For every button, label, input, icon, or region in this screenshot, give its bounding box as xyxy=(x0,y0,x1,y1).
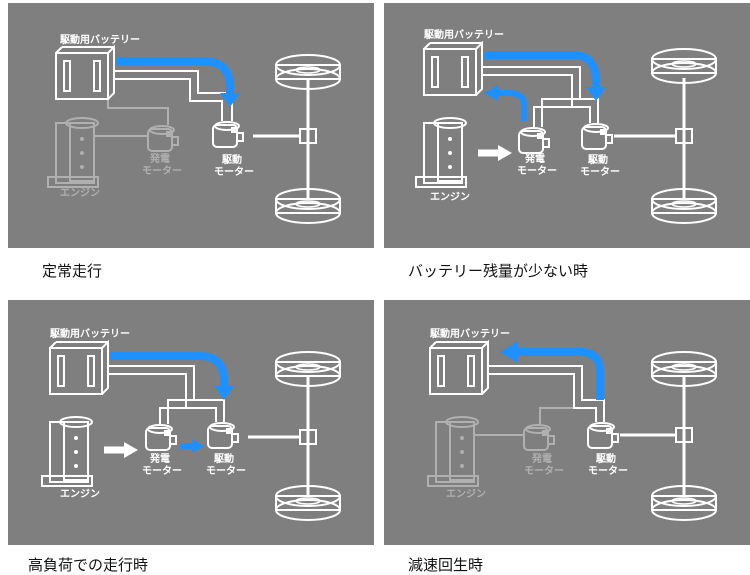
battery-icon xyxy=(429,341,489,395)
drive-label-2: モーター xyxy=(588,465,628,477)
engine-icon xyxy=(47,117,99,188)
generator-label-1: 発電 xyxy=(149,452,170,465)
battery-label: 駆動用バッテリー xyxy=(49,327,130,340)
flow-arrowhead xyxy=(214,386,234,400)
flow-arrowhead xyxy=(500,341,518,363)
engine-icon xyxy=(415,117,467,188)
generator-label-2: モーター xyxy=(142,465,182,477)
generator-label-2: モーター xyxy=(517,165,557,177)
inactive-parts xyxy=(427,407,574,487)
flow-arrowhead xyxy=(484,85,498,101)
drive-motor-icon xyxy=(581,123,613,150)
flow-arrow-battery-to-drive xyxy=(116,57,234,95)
engine-icon xyxy=(41,416,93,487)
drive-label-1: 駆動 xyxy=(221,153,242,166)
battery-icon xyxy=(423,42,483,96)
drivetrain xyxy=(614,48,717,224)
caption-high-load: 高負荷での走行時 xyxy=(28,556,149,574)
drive-motor-icon xyxy=(207,422,239,449)
panel-steady-driving: 駆動用バッテリー エンジン 発電 モーター 駆動 モーター xyxy=(8,3,374,248)
battery-icon xyxy=(49,341,109,395)
drivetrain xyxy=(620,351,717,521)
generator-label-1: 発電 xyxy=(149,152,170,165)
engine-icon xyxy=(427,416,479,487)
flow-arrow-battery-to-drive xyxy=(484,51,600,89)
drive-label-2: モーター xyxy=(206,465,246,477)
caption-low-battery: バッテリー残量が少ない時 xyxy=(408,262,589,280)
drive-label-1: 駆動 xyxy=(595,452,616,465)
caption-regen: 減速回生時 xyxy=(408,556,484,574)
engine-label: エンジン xyxy=(430,191,470,203)
generator-motor-icon xyxy=(145,424,177,451)
drivetrain xyxy=(248,351,341,521)
panel-low-battery: 駆動用バッテリー エンジン 発電 モーター 駆動 モーター xyxy=(384,3,750,248)
active-parts xyxy=(415,42,613,188)
flow-arrow-drive-to-battery xyxy=(516,348,604,400)
drivetrain xyxy=(253,54,341,224)
generator-label-1: 発電 xyxy=(524,152,545,165)
flow-arrowhead xyxy=(192,439,204,453)
active-parts xyxy=(41,341,239,487)
battery-icon xyxy=(55,46,115,100)
generator-label-2: モーター xyxy=(142,165,182,177)
drive-label-2: モーター xyxy=(580,166,620,178)
caption-steady: 定常走行 xyxy=(42,262,103,280)
generator-label-2: モーター xyxy=(524,465,564,477)
flow-arrowhead xyxy=(124,442,138,458)
battery-label: 駆動用バッテリー xyxy=(59,33,140,46)
flow-arrow-generator-to-battery xyxy=(496,90,527,121)
engine-label: エンジン xyxy=(60,488,100,500)
generator-motor-icon xyxy=(518,127,550,154)
generator-motor-icon xyxy=(147,125,179,152)
engine-label: エンジン xyxy=(446,488,486,500)
generator-motor-icon xyxy=(523,424,555,451)
battery-label: 駆動用バッテリー xyxy=(423,28,504,41)
wheel-front-icon xyxy=(651,48,717,84)
generator-label-1: 発電 xyxy=(531,452,552,465)
active-parts xyxy=(429,341,619,449)
panel-regenerative-braking: 駆動用バッテリー エンジン 発電 モーター 駆動 モーター xyxy=(384,300,750,545)
flow-arrowhead xyxy=(498,145,512,161)
drive-label-2: モーター xyxy=(214,166,254,178)
drive-label-1: 駆動 xyxy=(587,153,608,166)
flow-arrowhead xyxy=(586,87,606,101)
engine-label: エンジン xyxy=(60,187,100,199)
drive-label-1: 駆動 xyxy=(213,452,234,465)
panel-high-load: 駆動用バッテリー エンジン 発電 モーター 駆動 モーター xyxy=(8,300,374,545)
flow-arrow-battery-to-drive xyxy=(110,352,228,388)
flow-arrowhead xyxy=(220,93,240,107)
drive-motor-icon xyxy=(587,422,619,449)
drive-motor-icon xyxy=(212,121,244,148)
battery-label: 駆動用バッテリー xyxy=(429,327,510,340)
